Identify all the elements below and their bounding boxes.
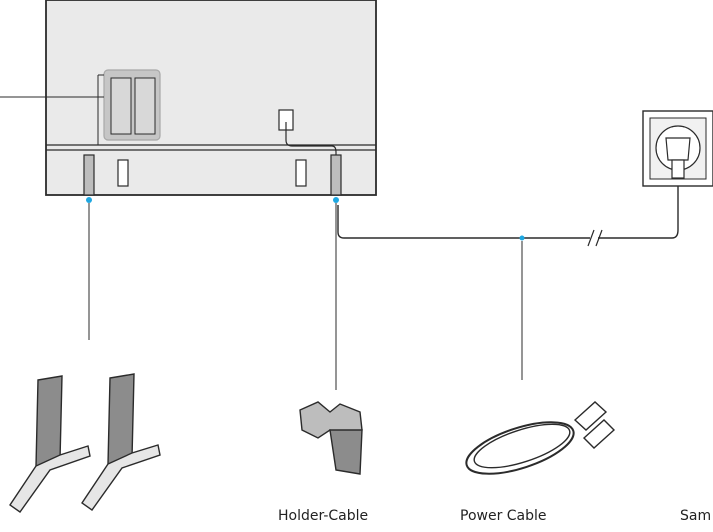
connector-panel [0,69,161,145]
stand-left-icon [9,375,91,513]
stand-anchor-right [330,154,342,390]
wall-outlet [642,110,713,187]
power-cable-icon [465,401,616,475]
holder-cable-icon [299,401,363,475]
power-cable-route [337,182,679,380]
power-cable-label: Power Cable [460,508,547,524]
stand-anchor-left [83,154,95,340]
stand-right-icon [81,373,161,511]
cut-off-label: Sam [680,508,712,524]
holder-cable-label: Holder-Cable [278,508,369,524]
tv-power-socket [278,109,337,160]
